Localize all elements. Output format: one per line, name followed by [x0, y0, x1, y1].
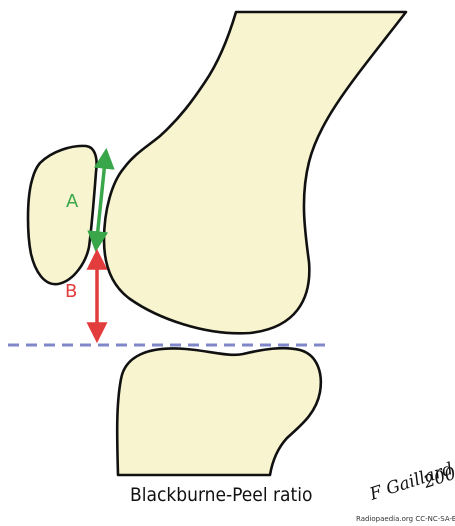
caption: Blackburne-Peel ratio	[130, 484, 312, 506]
credit: Radiopaedia.org CC-NC-SA-BY	[356, 515, 455, 523]
label-a: A	[66, 191, 79, 212]
patella	[28, 146, 97, 284]
label-b: B	[65, 281, 77, 302]
femur	[104, 12, 406, 333]
tibia	[117, 348, 321, 475]
